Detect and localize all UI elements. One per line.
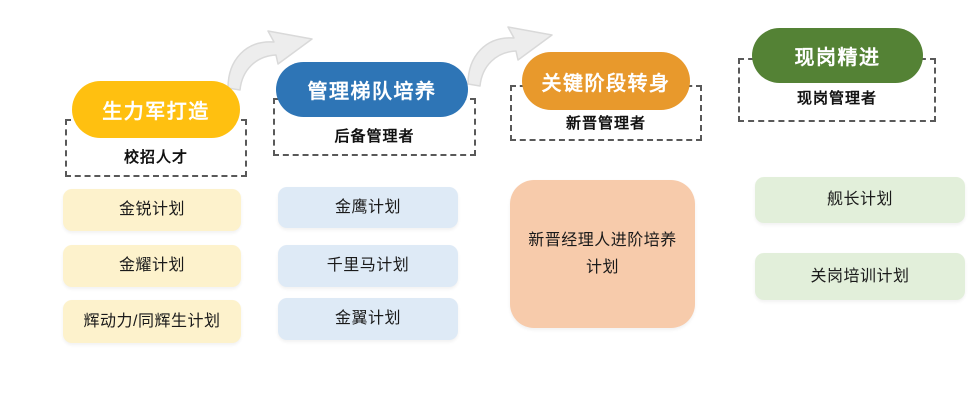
program-card: 舰长计划 xyxy=(755,177,965,223)
audience-label: 现岗管理者 xyxy=(796,90,877,107)
audience-label: 后备管理者 xyxy=(334,128,415,145)
stage-pill-new-force-building: 生力军打造 xyxy=(72,81,240,138)
program-card: 金翼计划 xyxy=(278,298,458,340)
curved-arrow-icon xyxy=(467,26,553,87)
audience-label: 校招人才 xyxy=(123,149,188,166)
program-card: 辉动力/同辉生计划 xyxy=(63,300,241,343)
program-card: 金锐计划 xyxy=(63,189,241,231)
program-card: 千里马计划 xyxy=(278,245,458,287)
stage-pill-on-post-improvement: 现岗精进 xyxy=(752,28,923,83)
program-card: 金耀计划 xyxy=(63,245,241,287)
stage-pill-key-stage-transition: 关键阶段转身 xyxy=(522,52,690,110)
program-card: 新晋经理人进阶培养 计划 xyxy=(510,180,695,328)
stage-pill-management-echelon: 管理梯队培养 xyxy=(276,62,468,117)
program-card: 关岗培训计划 xyxy=(755,253,965,300)
curved-arrow-icon xyxy=(227,30,313,91)
audience-label: 新晋管理者 xyxy=(565,115,646,132)
program-card: 金鹰计划 xyxy=(278,187,458,228)
